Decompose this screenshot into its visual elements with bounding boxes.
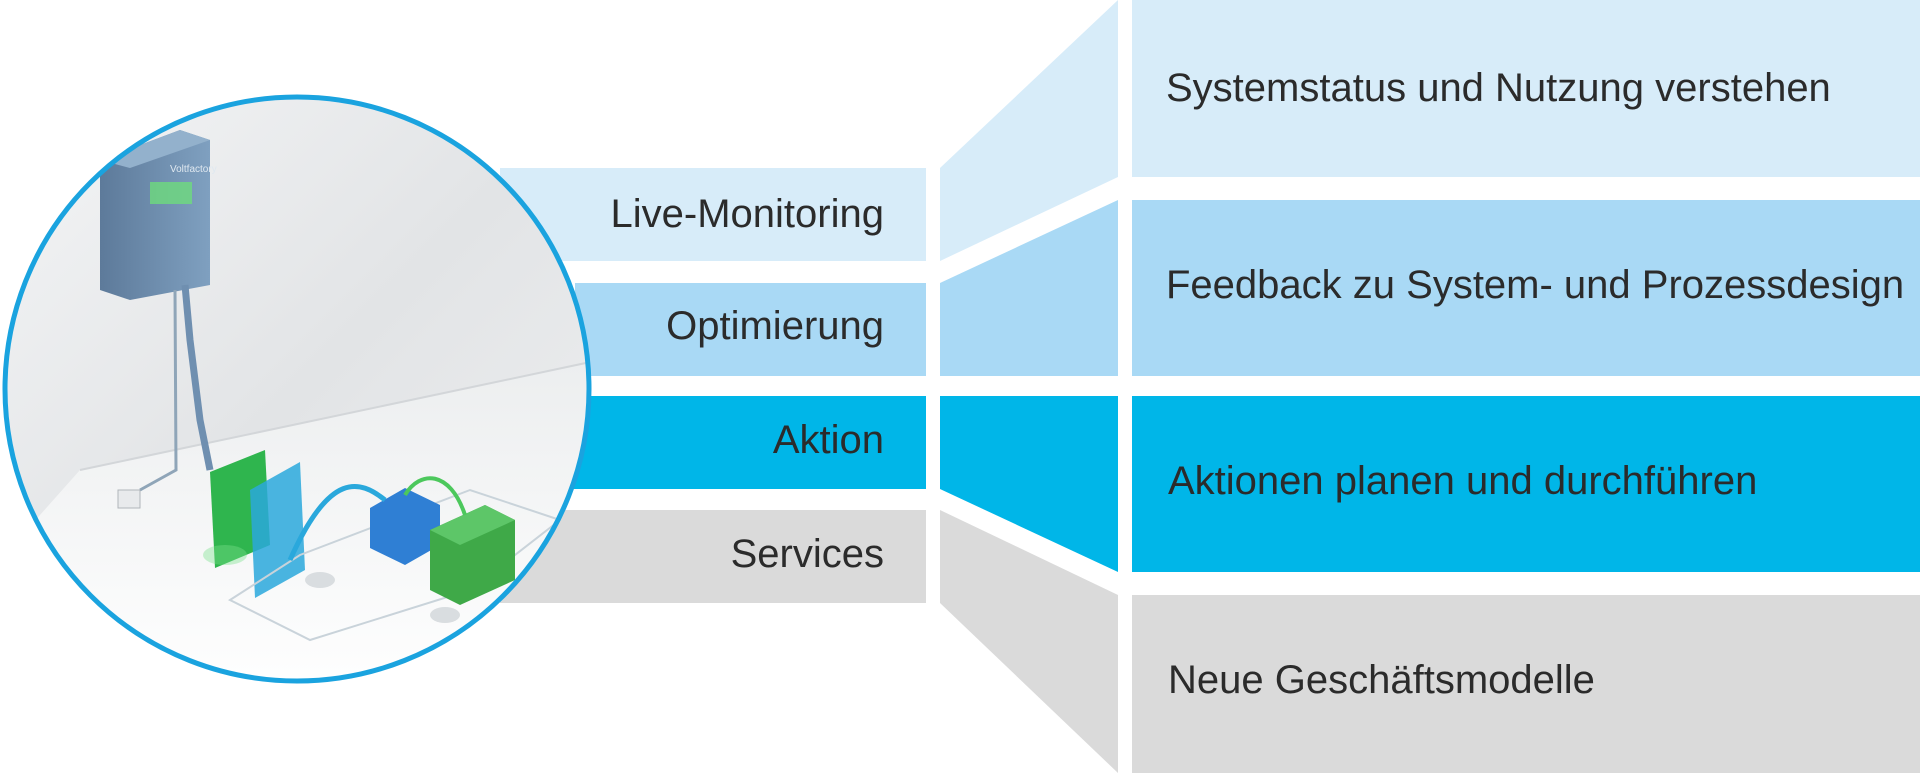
detail-feedback: Feedback zu System- und Prozessdesign	[1166, 263, 1905, 307]
band-aktion	[570, 396, 926, 489]
device-circle-frame	[2, 94, 592, 684]
device-illustration: Voltfactory	[5, 97, 589, 681]
connector-optimierung	[940, 200, 1118, 376]
box-systemstatus	[1132, 0, 1920, 177]
label-optimierung: Optimierung	[666, 304, 884, 348]
label-services: Services	[730, 532, 884, 576]
device-brand-label: Voltfactory	[170, 164, 217, 175]
detail-geschaeftsmodelle: Neue Geschäftsmodelle	[1168, 658, 1595, 702]
band-live-monitoring	[500, 168, 926, 261]
connector-aktion	[940, 396, 1118, 572]
charger-box-icon	[100, 130, 210, 300]
band-optimierung	[575, 283, 926, 376]
label-live-monitoring: Live-Monitoring	[610, 192, 884, 236]
module-icon	[370, 488, 440, 565]
detail-aktionen: Aktionen planen und durchführen	[1168, 459, 1758, 503]
box-aktionen	[1132, 396, 1920, 572]
connector-services	[940, 510, 1118, 773]
detail-systemstatus: Systemstatus und Nutzung verstehen	[1166, 66, 1831, 110]
box-feedback	[1132, 200, 1920, 376]
left-labels: Live-Monitoring Optimierung Aktion Servi…	[500, 0, 926, 773]
box-geschaeftsmodelle	[1132, 595, 1920, 773]
band-services	[500, 510, 926, 603]
connector-live-monitoring	[940, 0, 1118, 261]
label-aktion: Aktion	[772, 418, 884, 462]
